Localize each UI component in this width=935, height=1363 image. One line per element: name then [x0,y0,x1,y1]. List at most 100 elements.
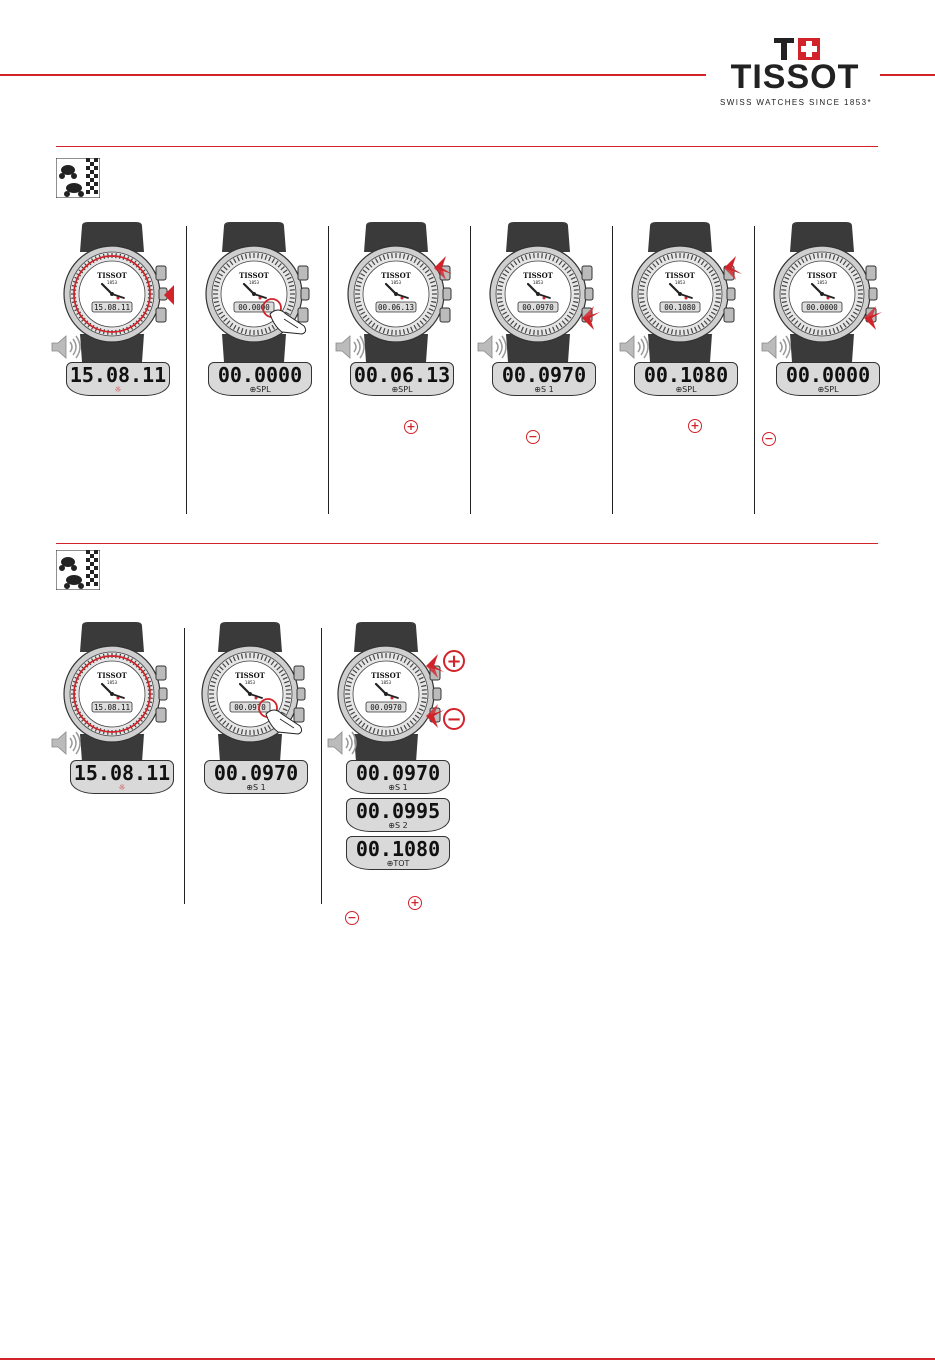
lcd-display: 00.0970⊕S 1 [492,362,596,396]
svg-text:TISSOT: TISSOT [665,271,696,280]
step-separator [754,226,755,514]
svg-text:1853: 1853 [675,280,686,285]
lcd-indicator: ⊕SPL [817,385,839,394]
plus-circle-icon: + [408,896,422,910]
svg-text:1853: 1853 [107,680,118,685]
step-separator [328,226,329,514]
svg-text:15.08.11: 15.08.11 [94,703,130,712]
minus-circle-icon: − [762,432,776,446]
svg-text:TISSOT: TISSOT [381,271,412,280]
lcd-digits: 00.0000 [217,363,303,387]
racing-motorbike-flag-icon [56,158,100,198]
press-arrow-icon [864,306,882,330]
plus-circle-icon: + [404,420,418,434]
plus-circle-icon: + [688,419,702,433]
header-rule-right [880,74,935,76]
header-rule-left [0,74,706,76]
speaker-sound-icon [477,335,507,359]
svg-text:TISSOT: TISSOT [371,671,402,680]
lcd-indicator: ☼ [118,783,126,792]
lcd-indicator: ⊕SPL [675,385,697,394]
speaker-sound-icon [761,335,791,359]
svg-text:00.0000: 00.0000 [806,303,838,312]
lcd-digits: 00.0970 [355,761,441,785]
press-arrow-icon [724,256,742,280]
speaker-sound-icon [51,335,81,359]
svg-text:1853: 1853 [245,680,256,685]
lcd-indicator: ⊕SPL [249,385,271,394]
svg-text:TISSOT: TISSOT [239,271,270,280]
press-arrow-icon [426,654,444,678]
lcd-digits: 00.0970 [213,761,299,785]
minus-circle-icon: − [443,708,465,730]
lcd-digits: 00.1080 [355,837,441,861]
lcd-display: 15.08.11☼ [66,362,170,396]
svg-text:TISSOT: TISSOT [235,671,266,680]
svg-text:1853: 1853 [107,280,118,285]
step-separator [184,628,185,904]
svg-text:1853: 1853 [249,280,260,285]
svg-text:00.0970: 00.0970 [522,303,554,312]
lcd-digits: 00.06.13 [353,363,451,387]
lcd-display: 00.0970⊕S 1 [346,760,450,794]
lcd-digits: 15.08.11 [73,761,171,785]
lcd-digits: 00.1080 [643,363,729,387]
svg-text:00.0970: 00.0970 [370,703,402,712]
minus-circle-icon: − [345,911,359,925]
svg-text:00.1080: 00.1080 [664,303,696,312]
lcd-display: 00.0995⊕S 2 [346,798,450,832]
lcd-digits: 00.0995 [355,799,441,823]
lcd-display: 00.1080⊕SPL [634,362,738,396]
svg-text:TISSOT: TISSOT [97,671,128,680]
brand-name: TISSOT [730,58,860,96]
press-arrow-icon [434,256,452,280]
svg-text:00.0970: 00.0970 [234,703,266,712]
svg-text:TISSOT: TISSOT [807,271,838,280]
racing-motorbike-flag-icon [56,550,100,590]
plus-circle-icon: + [443,650,465,672]
lcd-indicator: ⊕S 1 [246,783,266,792]
lcd-indicator: ⊕S 1 [388,783,408,792]
lcd-indicator: ☼ [114,385,122,394]
svg-text:1853: 1853 [381,680,392,685]
lcd-display: 00.06.13⊕SPL [350,362,454,396]
lcd-display: 00.0970⊕S 1 [204,760,308,794]
svg-text:15.08.11: 15.08.11 [94,303,130,312]
press-arrow-icon [582,306,600,330]
speaker-sound-icon [619,335,649,359]
lcd-indicator: ⊕S 1 [534,385,554,394]
press-arrow-icon [164,285,174,305]
brand-tagline: SWISS WATCHES SINCE 1853* [720,98,872,107]
footer-rule [0,1358,935,1360]
lcd-digits: 00.0000 [785,363,871,387]
svg-text:1853: 1853 [533,280,544,285]
lcd-indicator: ⊕TOT [386,859,410,868]
svg-text:TISSOT: TISSOT [523,271,554,280]
svg-text:00.06.13: 00.06.13 [378,303,414,312]
speaker-sound-icon [51,731,81,755]
section2-rule [56,543,878,544]
minus-circle-icon: − [526,430,540,444]
lcd-display: 00.0000⊕SPL [208,362,312,396]
lcd-display: 15.08.11☼ [70,760,174,794]
speaker-sound-icon [327,731,357,755]
step-separator [186,226,187,514]
section1-rule [56,146,878,147]
svg-text:TISSOT: TISSOT [97,271,128,280]
speaker-sound-icon [335,335,365,359]
lcd-indicator: ⊕SPL [391,385,413,394]
step-separator [470,226,471,514]
press-arrow-icon [426,704,444,728]
lcd-display: 00.1080⊕TOT [346,836,450,870]
svg-text:00.0000: 00.0000 [238,303,270,312]
lcd-indicator: ⊕S 2 [388,821,408,830]
svg-text:1853: 1853 [391,280,402,285]
